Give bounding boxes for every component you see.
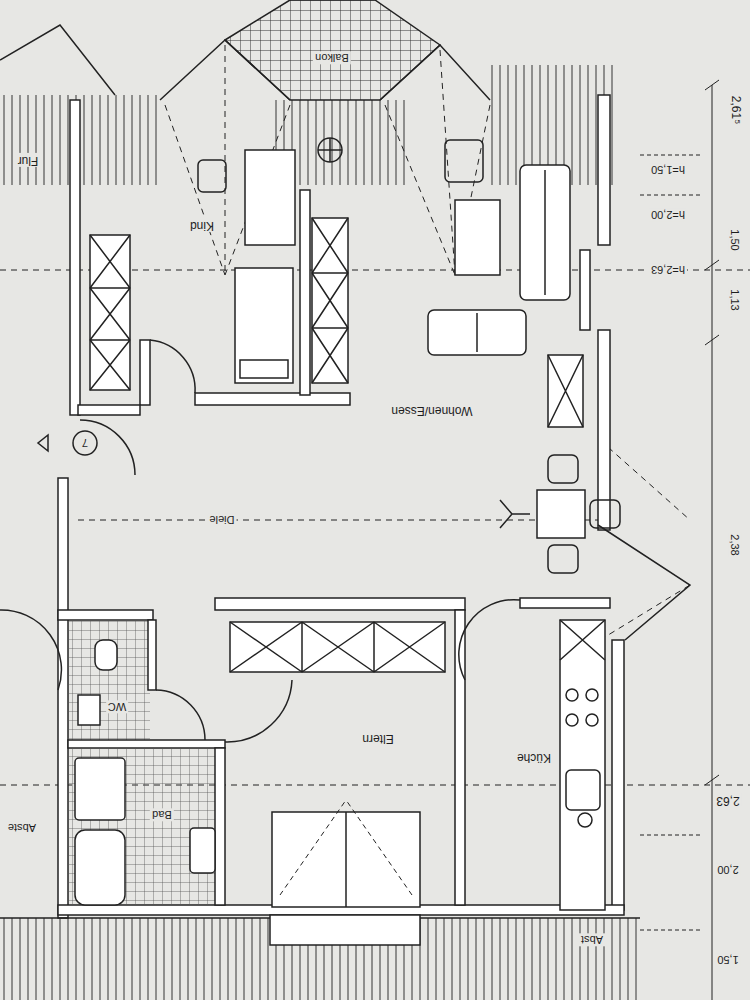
room-label: Kind [188,218,216,232]
room-label: Eltern [360,731,395,745]
callout-number: 7 [82,437,88,450]
dimension-label: h=2,00 [649,209,687,222]
dimension-label: 2,63 [714,793,741,807]
dimension-label: 2,38 [729,532,742,557]
room-label: Balkon [313,52,351,65]
dimension-label: 2,00 [715,864,740,877]
room-label: Küche [515,750,553,764]
room-label: Bad [150,809,174,822]
dimension-label: 1,13 [729,287,742,312]
room-label: Abst [579,934,605,947]
dimension-label: 2,61⁵ [728,94,742,126]
dimension-label: h=2,63 [649,264,687,277]
room-label: Diele [207,514,236,527]
room-label: Wohnen/Essen [389,403,474,417]
dimension-label: 1,50 [715,954,740,967]
room-label: WC [106,701,128,714]
room-label: Abste [6,822,38,835]
room-label: Flur [16,153,41,167]
dimension-label: 1,50 [729,227,742,252]
dimension-label: h=1,50 [649,164,687,177]
